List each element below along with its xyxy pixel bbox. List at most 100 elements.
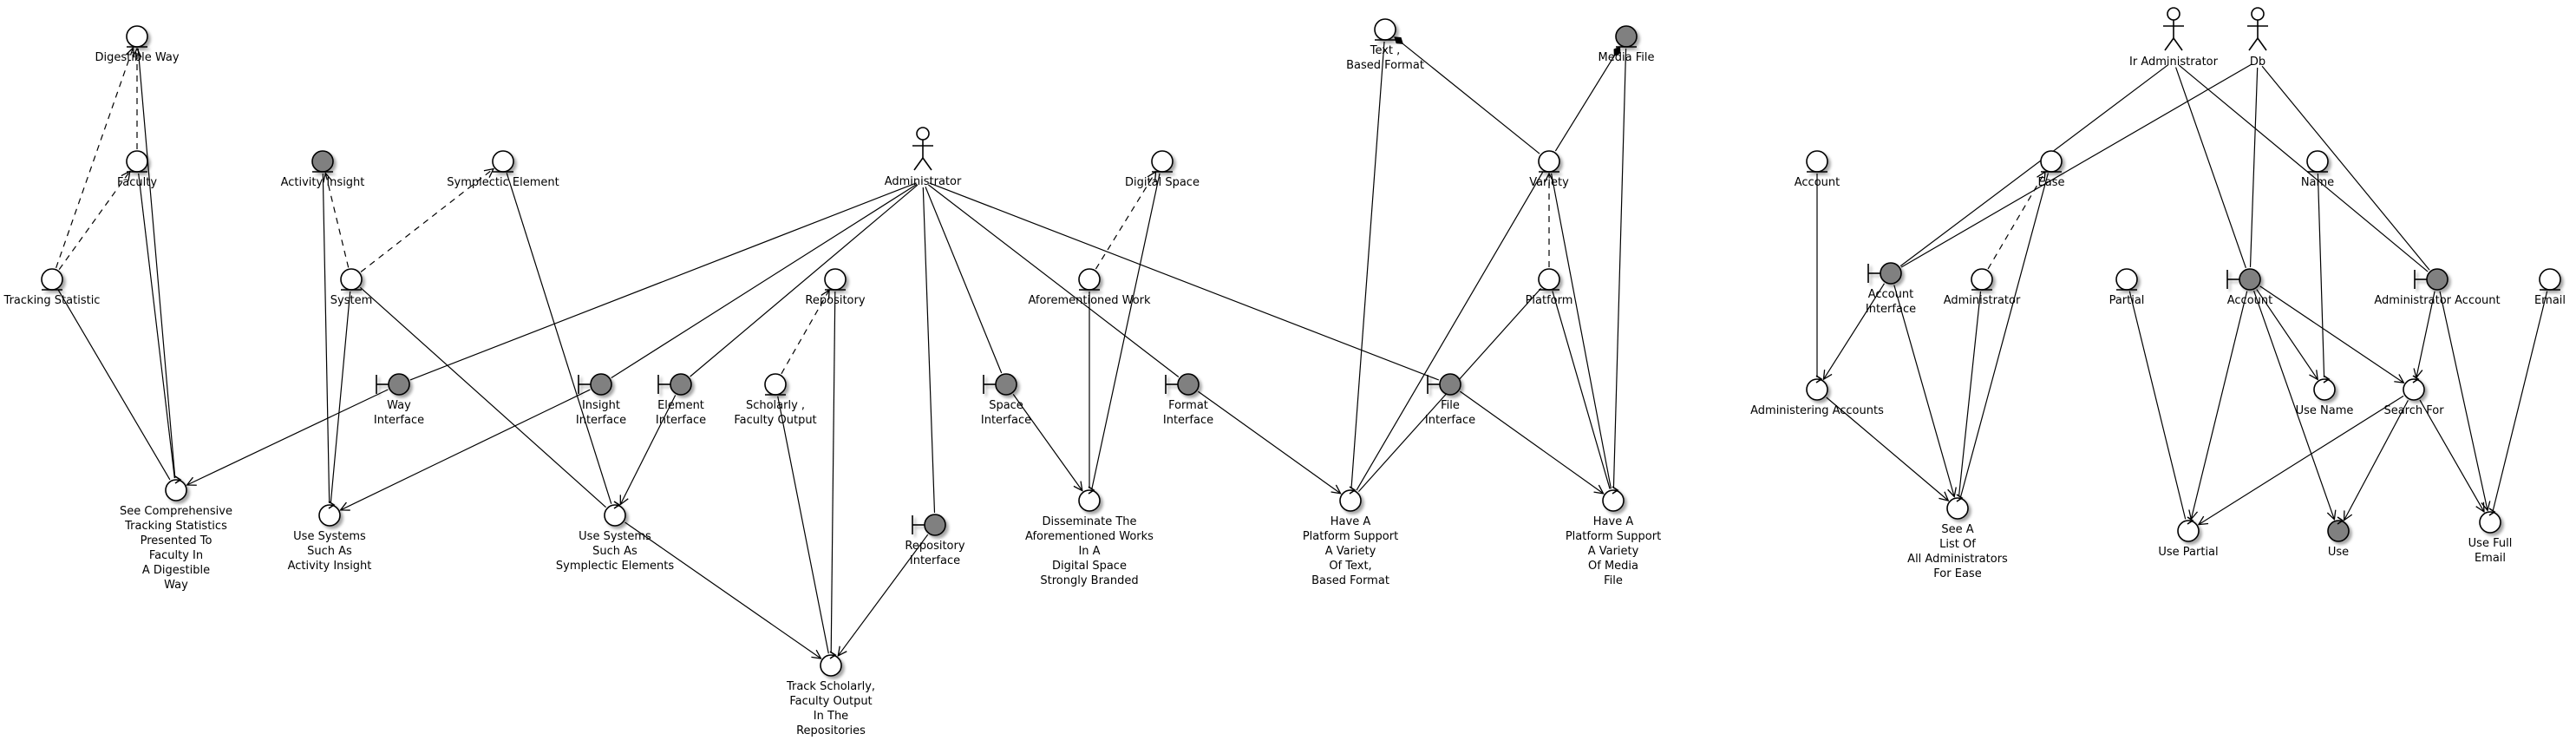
entity-icon: [1971, 268, 1993, 291]
entity-icon: [126, 150, 148, 173]
edge-have-platform-text-to-text-based-format: [1350, 41, 1385, 489]
node-label: Ir Administrator: [2129, 56, 2219, 69]
node-label-line: In A: [1078, 545, 1100, 558]
node-label: Administering Accounts: [1750, 404, 1884, 417]
node-label-line: Faculty Output: [789, 695, 872, 708]
node-administering-accounts: Administering Accounts: [1750, 375, 1884, 417]
edge-ir-administrator-to-administrator-account: [2178, 64, 2429, 272]
node-label-line: Symplectic Element: [447, 176, 559, 189]
edge-administrator-to-way-interface: [409, 182, 917, 381]
edge-administrator-to-format-interface: [927, 184, 1180, 377]
edge-variety-to-media-file: [1554, 46, 1621, 152]
node-label-line: Repositories: [796, 724, 866, 737]
node-label-line: Such As: [307, 545, 352, 558]
node-label: Email: [2534, 294, 2566, 307]
node-label-line: Based Format: [1311, 574, 1389, 587]
boundary-icon: [578, 373, 612, 396]
edge-account-boundary-to-use-partial: [2191, 291, 2248, 520]
node-label: Repository: [805, 294, 865, 307]
edge-see-list-to-administrator-entity: [1958, 291, 1982, 497]
node-label-line: Platform Support: [1566, 530, 1661, 543]
node-faculty: Faculty: [117, 150, 157, 189]
node-media-file: Media File: [1599, 25, 1655, 64]
actor-icon: [912, 127, 933, 171]
node-label-line: Aforementioned Works: [1025, 530, 1154, 543]
entity-icon: [824, 268, 847, 291]
edge-tracking-statistic-to-faculty: [58, 171, 130, 270]
edge-have-platform-text-to-variety: [1356, 171, 1544, 491]
boundary-icon: [2414, 268, 2449, 291]
entity-icon: [2040, 150, 2063, 173]
node-label-line: Use: [2328, 546, 2349, 559]
node-repository: Repository: [805, 268, 866, 307]
node-label: Platform: [1526, 294, 1573, 307]
edge-format-interface-to-have-platform-text: [1198, 390, 1340, 494]
node-label: Digestible Way: [95, 51, 179, 64]
node-account-boundary: Account: [2226, 268, 2272, 307]
control-icon: [1602, 486, 1625, 512]
edge-element-interface-to-use-systems-se: [620, 395, 677, 505]
actor-icon: [2163, 7, 2184, 51]
node-label-line: Digestible Way: [95, 51, 179, 64]
entity-icon: [1538, 150, 1560, 173]
node-label-line: Faculty Output: [734, 414, 816, 427]
node-label-line: Track Scholarly,: [786, 680, 875, 693]
boundary-icon: [1427, 373, 1461, 396]
node-label-line: Interface: [1866, 303, 1916, 316]
edge-track-scholarly-to-scholarly-output: [777, 396, 829, 654]
entity-icon: [492, 150, 514, 173]
edge-insight-interface-to-use-systems-ai: [341, 389, 591, 510]
edge-use-systems-ai-to-activity-insight: [322, 173, 330, 504]
boundary-icon: [1165, 373, 1200, 396]
node-label: Administrator Account: [2374, 294, 2500, 307]
node-label: Symplectic Element: [447, 176, 559, 189]
node-label-line: Faculty: [117, 176, 157, 189]
edge-see-comprehensive-to-digestible-way: [137, 48, 176, 479]
edge-aforementioned-work-to-digital-space: [1095, 172, 1155, 270]
node-label-line: Repository: [905, 540, 964, 553]
node-label-line: Of Text,: [1329, 560, 1371, 573]
node-label-line: All Administrators: [1907, 553, 2008, 566]
node-label: Partial: [2109, 294, 2145, 307]
edge-account-boundary-to-use-name: [2256, 289, 2318, 380]
node-label-line: Space: [989, 399, 1023, 412]
edge-track-scholarly-to-repository: [830, 291, 836, 654]
node-system: System: [330, 268, 372, 307]
control-icon: [1806, 375, 1828, 401]
node-label-line: Account: [1868, 288, 1914, 301]
node-aforementioned-work: Aforementioned Work: [1028, 268, 1151, 307]
node-label-line: Disseminate The: [1042, 515, 1136, 528]
entity-icon: [2115, 268, 2138, 291]
node-label-line: Ease: [2038, 176, 2065, 189]
node-administrator-account: Administrator Account: [2374, 268, 2501, 307]
control-icon: [604, 501, 626, 527]
entity-icon: [41, 268, 63, 291]
edge-space-interface-to-disseminate: [1012, 394, 1082, 490]
edge-use-systems-ai-to-system: [330, 291, 351, 504]
node-label-line: Of Media: [1588, 560, 1638, 573]
node-variety: Variety: [1529, 150, 1569, 189]
edge-administrator-to-space-interface: [925, 187, 1003, 374]
node-label: Faculty: [117, 176, 157, 189]
node-label-line: Platform: [1526, 294, 1573, 307]
node-scholarly-output: Scholarly ,Faculty Output: [734, 373, 817, 427]
node-label: Administrator: [885, 175, 962, 188]
node-label: Media File: [1599, 51, 1655, 64]
entity-icon: [1151, 150, 1174, 173]
node-label-line: Format: [1168, 399, 1208, 412]
node-label-line: Use Systems: [579, 530, 651, 543]
